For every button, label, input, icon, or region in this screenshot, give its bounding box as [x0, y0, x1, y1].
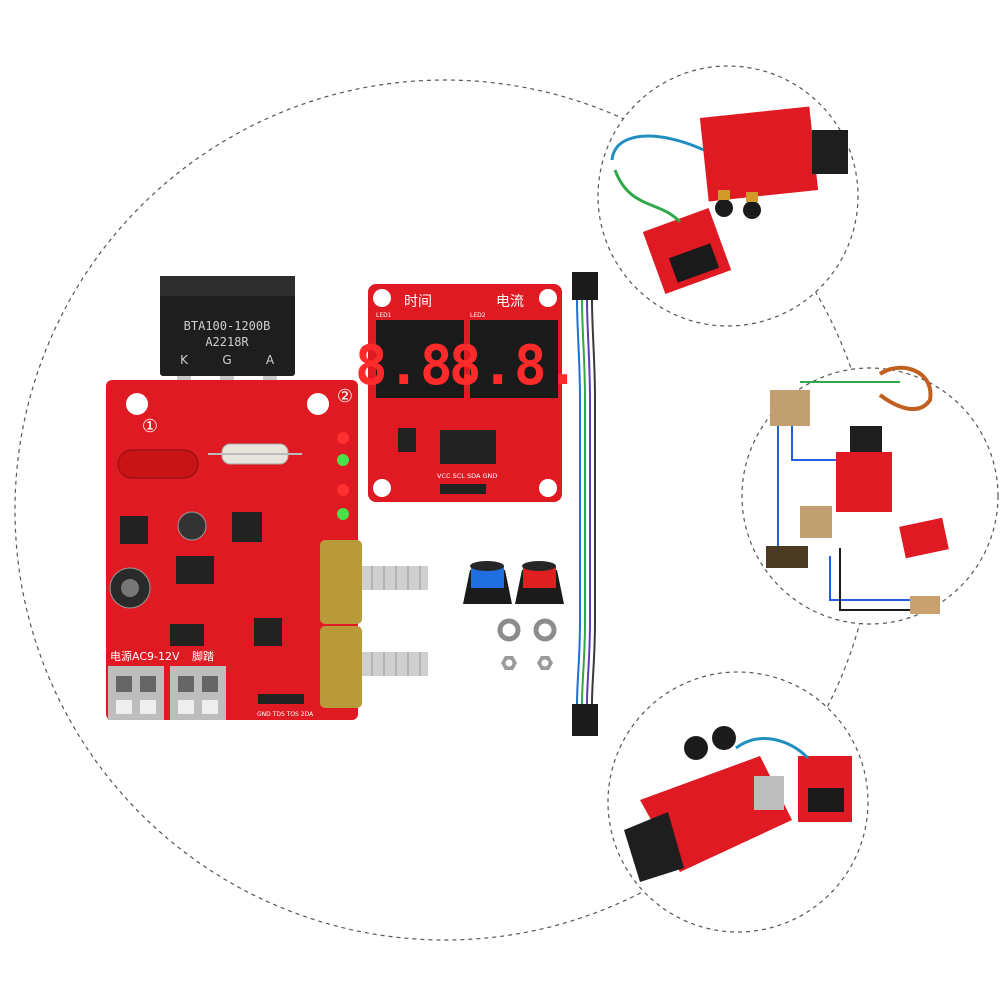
ic-5 — [254, 618, 282, 646]
signal-header — [258, 694, 304, 704]
fuse — [117, 449, 199, 479]
ribbon-cable — [572, 272, 598, 736]
capacitor-1 — [177, 511, 207, 541]
wiring-diagram-icon — [766, 365, 949, 614]
header-label: GND TDS TOS 2DA — [257, 711, 314, 718]
pin-label: VCC SCL SDA GND — [437, 472, 497, 480]
knob-red — [515, 561, 564, 604]
callout-middle — [741, 365, 999, 625]
marker-2: ② — [337, 386, 353, 407]
mount-hole-right — [307, 393, 329, 415]
terminal-block-pulse — [170, 666, 226, 720]
main-control-board: BTA100-1200B A2218R K G A ① ② — [106, 276, 428, 720]
triac-pin-k: K — [180, 353, 189, 367]
knob-blue — [463, 561, 512, 604]
power-label: 电源AC9-12V — [110, 649, 180, 663]
triac-pin-g: G — [222, 353, 231, 367]
ic-2 — [232, 512, 262, 542]
led-red-2 — [337, 484, 349, 496]
potentiometer-1 — [320, 540, 428, 624]
ic-1 — [120, 516, 148, 544]
potentiometer-2 — [320, 626, 428, 708]
display-board: 时间 电流 LED1 LED2 8.8. 8.8. VCC SCL SDA GN… — [355, 284, 579, 502]
led-green-1 — [337, 454, 349, 466]
connected-board-icon — [610, 106, 848, 294]
mount-hole-left — [126, 393, 148, 415]
led-left-label: LED1 — [376, 312, 392, 319]
callout-bottom — [607, 671, 869, 933]
triac-line2: A2218R — [205, 335, 249, 349]
pulse-label: 脚踏 — [192, 649, 214, 663]
terminal-block-power — [108, 666, 164, 720]
led-green-2 — [337, 508, 349, 520]
display-header — [440, 484, 486, 494]
display-driver-ic — [440, 430, 496, 464]
washer-1 — [497, 618, 521, 642]
seven-seg-right — [470, 320, 558, 398]
digits-left: 8.8. — [355, 334, 485, 397]
triac-pin-a: A — [266, 353, 275, 367]
seven-seg-left — [376, 320, 464, 398]
digits-right: 8.8. — [449, 334, 579, 397]
marker-1: ① — [142, 416, 158, 437]
label-current: 电流 — [496, 294, 524, 310]
label-time: 时间 — [404, 294, 432, 310]
triac-line1: BTA100-1200B — [184, 319, 271, 333]
washer-2 — [533, 618, 557, 642]
angled-board-icon — [624, 726, 852, 882]
led-right-label: LED2 — [470, 312, 486, 319]
ic-3 — [176, 556, 214, 584]
callout-top — [597, 65, 859, 327]
ic-4 — [170, 624, 204, 646]
led-red-1 — [337, 432, 349, 444]
